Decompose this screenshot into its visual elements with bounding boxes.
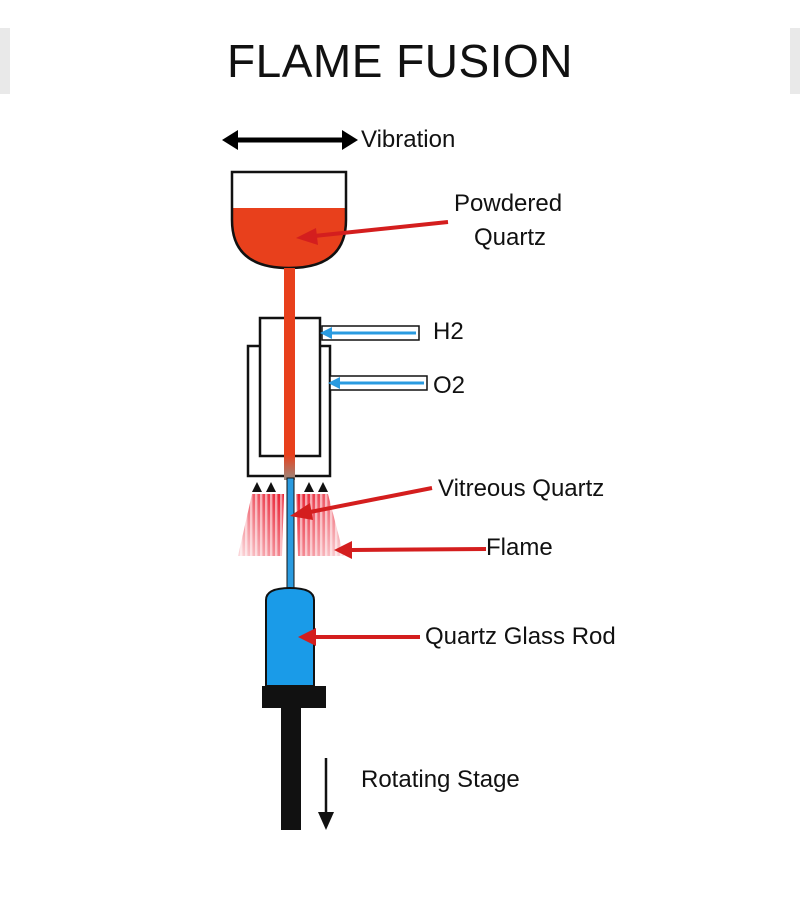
label-rotating-stage: Rotating Stage bbox=[361, 766, 520, 793]
label-quartz-glass-rod: Quartz Glass Rod bbox=[425, 623, 616, 650]
rod-holder bbox=[262, 686, 326, 708]
label-o2: O2 bbox=[433, 372, 466, 399]
label-powdered-quartz-line1: Powdered bbox=[454, 190, 563, 217]
vibration-arrow bbox=[222, 130, 358, 150]
h2-gas-pipe bbox=[320, 325, 420, 341]
rotating-stage-shaft bbox=[281, 708, 301, 830]
label-flame: Flame bbox=[486, 534, 553, 561]
right-edge-bar bbox=[790, 28, 800, 94]
vitreous-quartz-stream bbox=[286, 477, 295, 589]
quartz-glass-rod bbox=[265, 586, 315, 687]
label-vitreous-quartz: Vitreous Quartz bbox=[438, 475, 605, 502]
burner-nozzles bbox=[252, 482, 328, 492]
label-powdered-quartz-line2: Quartz bbox=[474, 224, 547, 251]
left-edge-bar bbox=[0, 28, 10, 94]
powder-hopper bbox=[230, 170, 348, 270]
pointer-powdered-quartz bbox=[296, 220, 449, 245]
pointer-vitreous-quartz bbox=[290, 486, 433, 520]
molten-quartz-stream bbox=[284, 268, 295, 480]
o2-gas-pipe bbox=[328, 375, 428, 391]
pointer-quartz-glass-rod bbox=[298, 628, 420, 646]
downward-motion-arrow bbox=[318, 758, 334, 830]
label-h2: H2 bbox=[433, 318, 464, 345]
pointer-flame bbox=[334, 541, 487, 559]
label-vibration: Vibration bbox=[361, 126, 456, 153]
diagram-title: FLAME FUSION bbox=[227, 35, 573, 87]
